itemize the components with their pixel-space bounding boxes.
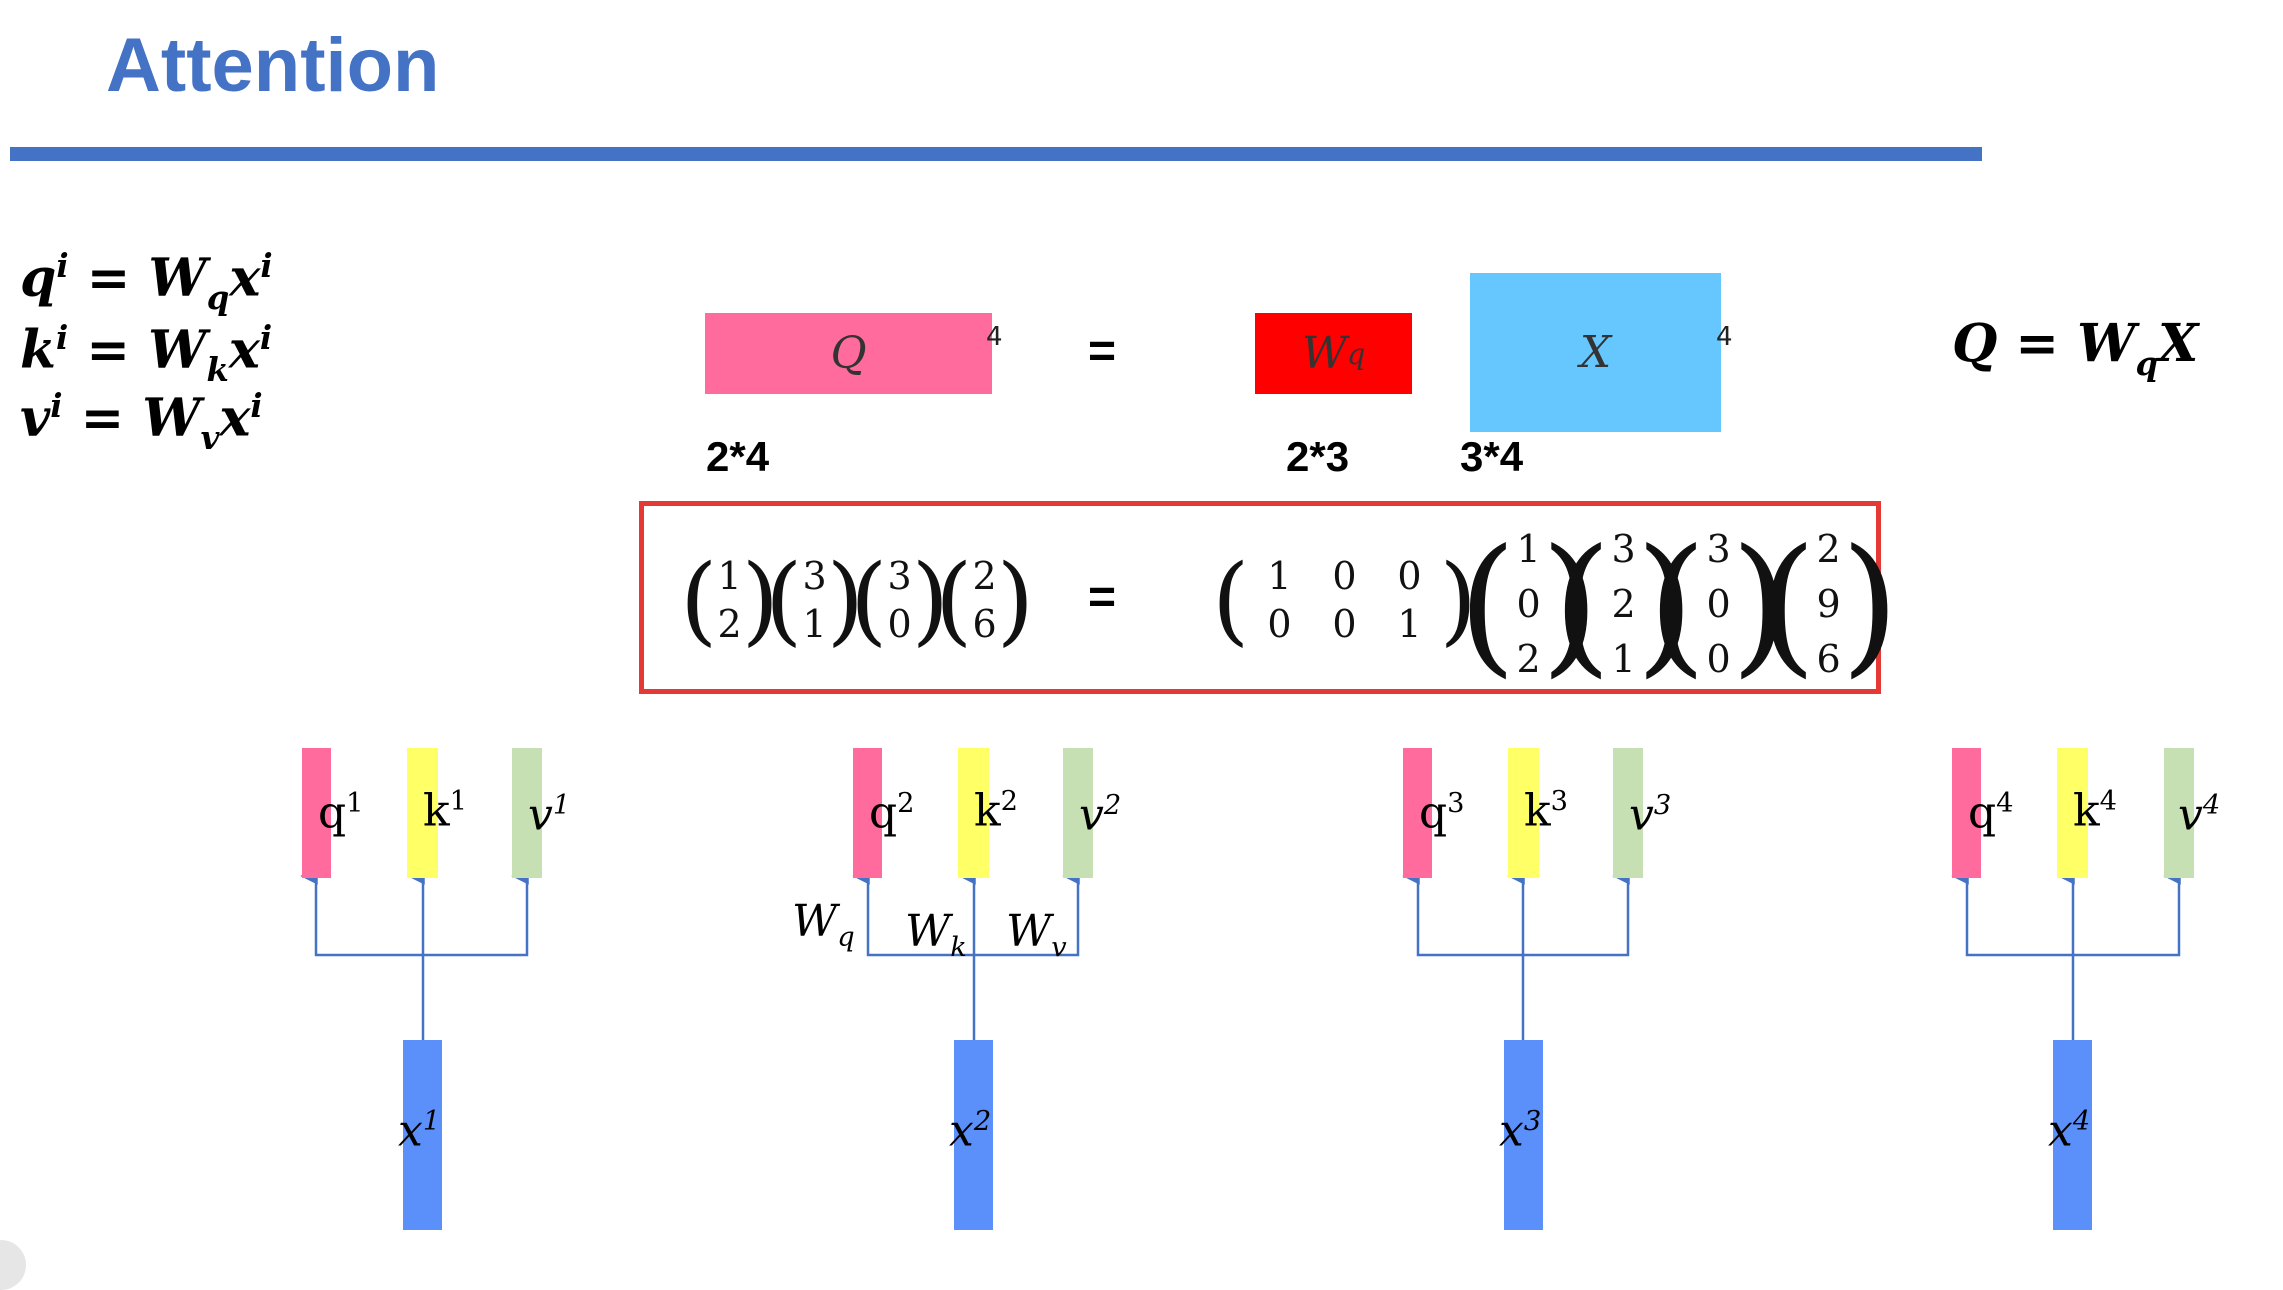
x-vector-bar-3 — [1504, 1040, 1543, 1230]
corner-decoration — [0, 1240, 26, 1290]
q-vector-bar-3 — [1403, 748, 1432, 878]
x-vector-bar-2 — [954, 1040, 993, 1230]
k-label-2: k2 — [974, 785, 1019, 837]
equals-sign: = — [1088, 325, 1117, 378]
weight-label-wk: Wk — [905, 906, 967, 963]
stray-label: 4 — [1716, 322, 1733, 352]
matrix-equation-box — [639, 501, 1881, 694]
k-vector-bar-4 — [2057, 748, 2088, 878]
stray-label: 4 — [986, 322, 1003, 352]
k-vector-bar-3 — [1508, 748, 1539, 878]
v-vector-bar-1 — [512, 748, 542, 878]
wire-1 — [300, 867, 425, 1040]
wire-3 — [1523, 867, 1630, 957]
v-vector-bar-3 — [1613, 748, 1643, 878]
v-label-3: v3 — [1629, 789, 1672, 841]
matrix-equals-sign: = — [1088, 571, 1117, 624]
v-vector-bar-2 — [1063, 748, 1093, 878]
formula-q-equals-wqx: Q = WqX — [1952, 313, 2199, 383]
x-matrix-block: X — [1470, 273, 1721, 432]
wire-1 — [423, 867, 529, 957]
v-label-1: v1 — [528, 789, 571, 841]
v-label-2: v2 — [1079, 789, 1122, 841]
page-title: Attention — [106, 23, 440, 108]
weight-label-wv: Wv — [1006, 906, 1067, 963]
wire-4 — [2073, 867, 2181, 957]
dim-wq: 2*3 — [1286, 433, 1350, 480]
equation-k: ki = Wkxi — [20, 319, 273, 390]
v-label-4: v4 — [2178, 789, 2221, 841]
k-label-4: k4 — [2073, 785, 2118, 837]
v-vector-bar-4 — [2164, 748, 2194, 878]
dim-q: 2*4 — [706, 433, 770, 480]
k-vector-bar-1 — [407, 748, 438, 878]
q-vector-bar-4 — [1952, 748, 1981, 878]
q-label-2: q2 — [869, 787, 915, 839]
x-label-3: x3 — [1499, 1105, 1542, 1157]
q-matrix-block: Q — [705, 313, 992, 394]
wire-3 — [1402, 867, 1525, 1040]
q-vector-bar-1 — [302, 748, 331, 878]
q-label-4: q4 — [1968, 787, 2014, 839]
k-vector-bar-2 — [958, 748, 989, 878]
x-label-2: x2 — [949, 1105, 992, 1157]
x-label-4: x4 — [2048, 1105, 2091, 1157]
weight-label-wq: Wq — [792, 896, 855, 953]
dim-x: 3*4 — [1460, 433, 1524, 480]
q-label-1: q1 — [318, 787, 364, 839]
equation-q: qi = Wqxi — [20, 247, 273, 318]
k-label-3: k3 — [1524, 785, 1569, 837]
q-vector-bar-2 — [853, 748, 882, 878]
equation-v: vi = Wvxi — [20, 387, 263, 458]
q-label-3: q3 — [1419, 787, 1465, 839]
x-vector-bar-1 — [403, 1040, 442, 1230]
k-label-1: k1 — [423, 785, 468, 837]
x-vector-bar-4 — [2053, 1040, 2092, 1230]
wire-4 — [1951, 867, 2075, 1040]
x-label-1: x1 — [398, 1105, 441, 1157]
title-underline — [10, 147, 1982, 161]
